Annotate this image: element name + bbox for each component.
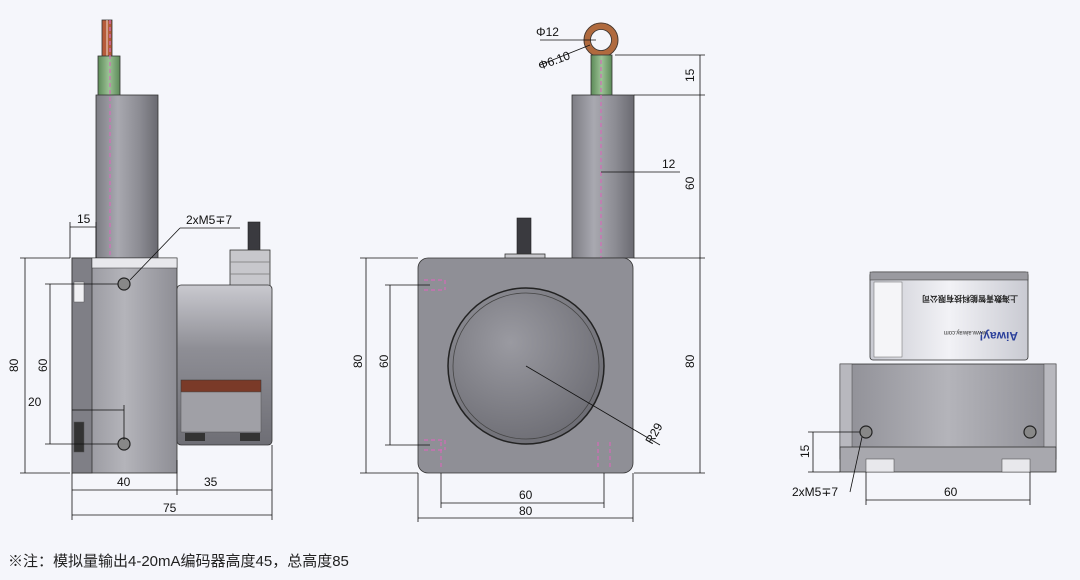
dim-hole-spacing-front: 60 <box>36 358 50 372</box>
dim-ring-height: 15 <box>683 68 697 82</box>
mount-hole-top <box>117 277 131 291</box>
right-housing <box>839 363 1057 460</box>
right-hole-left <box>859 425 873 439</box>
right-hole-right <box>1023 425 1037 439</box>
dim-ring-inner: Φ6.10 <box>536 48 572 73</box>
dim-tube-width: 12 <box>662 157 676 171</box>
dim-total-width-front: 75 <box>163 501 177 515</box>
label-brand: Aiway! <box>979 329 1018 343</box>
guide-tube <box>95 94 159 259</box>
hole-callout-front: 2xM5∓7 <box>186 213 232 227</box>
side-view: R29 Φ12 Φ6.10 15 12 60 80 80 60 60 80 <box>351 22 705 522</box>
dim-total-height-front: 80 <box>7 358 21 372</box>
dim-hole-spacing-v: 60 <box>377 354 391 368</box>
side-guide-tube <box>571 94 635 259</box>
cable-gland <box>229 249 271 289</box>
label-company: 上海数青智能科技有限公司 <box>922 294 1018 304</box>
right-view: Aiway! www.aiway.com 上海数青智能科技有限公司 15 2xM… <box>792 271 1057 505</box>
dim-tube-height: 60 <box>683 176 697 190</box>
dim-top-offset: 15 <box>77 212 91 226</box>
dim-body-width: 40 <box>117 475 131 489</box>
dim-hole-spacing-right: 60 <box>944 485 958 499</box>
front-view: 15 2xM5∓7 80 60 20 40 35 75 <box>7 19 273 520</box>
footnote: ※注：模拟量输出4-20mA编码器高度45，总高度85 <box>8 553 349 570</box>
label-url: www.aiway.com <box>944 329 987 335</box>
dim-body-width-side: 80 <box>519 504 533 518</box>
dim-radius: R29 <box>642 420 665 446</box>
dim-body-height-left: 80 <box>351 354 365 368</box>
dim-ring-outer: Φ12 <box>536 25 559 39</box>
cable-sleeve <box>97 55 121 97</box>
dim-hole-offset: 20 <box>28 395 42 409</box>
hole-callout-right: 2xM5∓7 <box>792 485 838 499</box>
dim-encoder-width: 35 <box>204 475 218 489</box>
dim-hole-spacing-h: 60 <box>519 488 533 502</box>
technical-drawing: 15 2xM5∓7 80 60 20 40 35 75 <box>7 19 1057 522</box>
dim-hole-height-right: 15 <box>798 444 812 458</box>
dim-body-height-side: 80 <box>683 354 697 368</box>
